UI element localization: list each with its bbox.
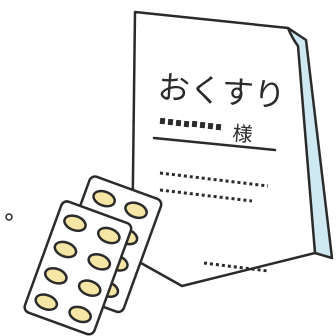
bag-dotted-line-1 (159, 171, 269, 188)
decorative-dot (5, 213, 13, 221)
bag-name-dots (159, 117, 222, 131)
medicine-bag: おくすり 様 (130, 10, 334, 288)
bag-name-underline (152, 136, 277, 152)
pill (53, 240, 78, 259)
bag-title: おくすり (156, 68, 286, 115)
pill (77, 279, 102, 297)
blister-pack-front-pills (34, 214, 121, 324)
pill (124, 201, 148, 220)
bag-front (130, 10, 317, 288)
pill (44, 266, 68, 285)
pill (68, 305, 92, 324)
pill (96, 226, 121, 245)
bag-dotted-line-3 (203, 261, 269, 273)
pill (92, 189, 116, 208)
pill (34, 293, 59, 311)
pill (63, 214, 87, 233)
blister-pack-front (23, 200, 133, 336)
bag-honorific: 様 (232, 121, 254, 147)
pill (87, 252, 112, 271)
